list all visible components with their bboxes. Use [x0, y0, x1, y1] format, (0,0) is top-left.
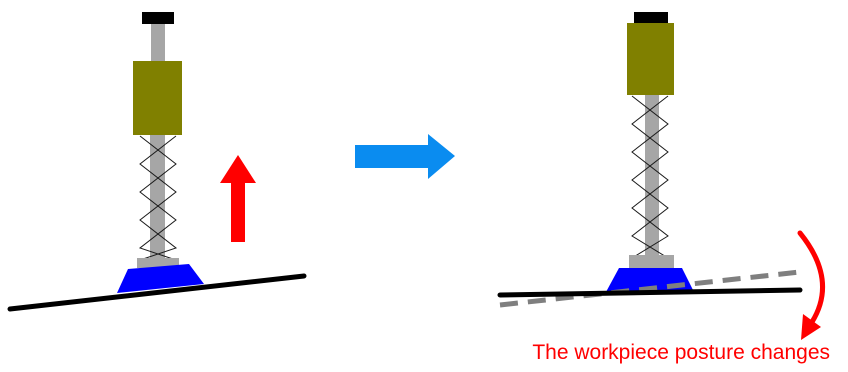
right-scene	[497, 12, 825, 340]
pad-fitting	[137, 258, 179, 268]
arrow-right-icon	[355, 134, 455, 179]
workpiece-previous-position	[499, 269, 801, 308]
cylinder-body	[627, 23, 674, 95]
pad-fitting	[629, 255, 674, 268]
curved-arrow-down-icon	[797, 230, 825, 325]
cylinder-cap	[634, 12, 668, 23]
curved-arrow-head	[801, 314, 821, 340]
workpiece	[497, 287, 803, 298]
caption-text: The workpiece posture changes	[532, 341, 830, 364]
lower-rod	[645, 95, 659, 258]
bellows-spring	[139, 135, 178, 261]
bellows-spring	[631, 95, 669, 259]
arrow-up-icon	[220, 155, 256, 242]
workpiece	[7, 273, 307, 312]
bellows-spring	[631, 95, 669, 259]
upper-rod	[151, 24, 165, 61]
cylinder-body	[133, 61, 182, 135]
lower-rod	[150, 135, 165, 261]
cylinder-cap	[142, 12, 174, 24]
left-scene	[7, 12, 307, 312]
suction-pad	[117, 264, 204, 293]
